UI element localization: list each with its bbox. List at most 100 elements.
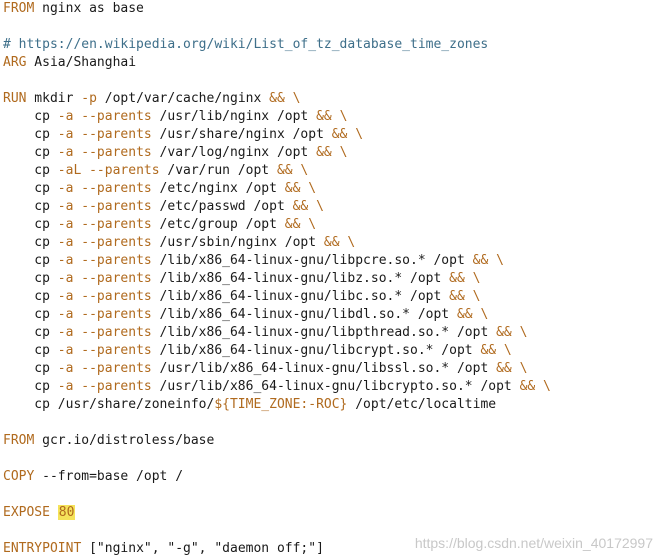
flag: -a --parents xyxy=(57,181,152,196)
line-continuation: \ xyxy=(308,199,324,214)
code-text: cp xyxy=(3,271,58,286)
code-line: cp -a --parents /usr/share/nginx /opt &&… xyxy=(3,126,551,144)
flag: -a --parents xyxy=(57,235,152,250)
operator: && xyxy=(496,361,512,376)
blank-line xyxy=(3,450,551,468)
flag: -a --parents xyxy=(57,109,152,124)
code-line: cp -a --parents /lib/x86_64-linux-gnu/li… xyxy=(3,270,551,288)
code-line: # https://en.wikipedia.org/wiki/List_of_… xyxy=(3,36,551,54)
line-continuation: \ xyxy=(535,379,551,394)
code-text: /lib/x86_64-linux-gnu/libpthread.so.* /o… xyxy=(151,325,497,340)
code-text: cp xyxy=(3,253,58,268)
code-text: /usr/lib/nginx /opt xyxy=(151,109,317,124)
operator: && xyxy=(519,379,536,394)
code-line: cp -a --parents /lib/x86_64-linux-gnu/li… xyxy=(3,306,551,324)
operator: && xyxy=(449,271,465,286)
line-continuation: \ xyxy=(339,235,356,250)
line-continuation: \ xyxy=(464,271,481,286)
keyword: RUN xyxy=(3,91,27,106)
code-text: /usr/sbin/nginx /opt xyxy=(151,235,324,250)
code-line: cp -a --parents /etc/group /opt && \ xyxy=(3,216,551,234)
code-text: /lib/x86_64-linux-gnu/libz.so.* /opt xyxy=(151,271,450,286)
flag: -a --parents xyxy=(57,127,152,142)
code-text: /opt/var/cache/nginx xyxy=(96,91,270,106)
line-continuation: \ xyxy=(300,181,317,196)
line-continuation: \ xyxy=(331,109,348,124)
keyword: FROM xyxy=(3,433,35,448)
code-text: /lib/x86_64-linux-gnu/libcrypt.so.* /opt xyxy=(151,343,481,358)
dockerfile-code: FROM nginx as base # https://en.wikipedi… xyxy=(3,0,551,558)
code-line: EXPOSE 80 xyxy=(3,504,551,522)
code-line: cp -a --parents /lib/x86_64-linux-gnu/li… xyxy=(3,252,551,270)
flag: -a --parents xyxy=(57,343,152,358)
code-line: cp -a --parents /usr/lib/nginx /opt && \ xyxy=(3,108,551,126)
code-line: cp -a --parents /lib/x86_64-linux-gnu/li… xyxy=(3,324,551,342)
code-text: cp xyxy=(3,217,58,232)
code-text: cp xyxy=(3,361,58,376)
blank-line xyxy=(3,18,551,36)
code-line: cp -a --parents /usr/lib/x86_64-linux-gn… xyxy=(3,360,551,378)
code-text: /lib/x86_64-linux-gnu/libdl.so.* /opt xyxy=(151,307,457,322)
code-text: cp xyxy=(3,109,58,124)
line-continuation: \ xyxy=(331,145,348,160)
line-continuation: \ xyxy=(496,343,512,358)
operator: && xyxy=(331,127,348,142)
code-text: Asia/Shanghai xyxy=(26,55,137,70)
operator: && xyxy=(323,235,340,250)
flag: -a --parents xyxy=(57,307,152,322)
code-text: /lib/x86_64-linux-gnu/libc.so.* /opt xyxy=(151,289,450,304)
operator: && xyxy=(496,325,512,340)
flag: -a --parents xyxy=(57,253,152,268)
code-text: cp xyxy=(3,307,58,322)
cp-lines: cp -a --parents /usr/lib/nginx /opt && \… xyxy=(3,108,551,396)
line-continuation: \ xyxy=(284,91,301,106)
code-line: cp -a --parents /var/log/nginx /opt && \ xyxy=(3,144,551,162)
code-text: /opt/etc/localtime xyxy=(347,397,497,412)
flag: -a --parents xyxy=(57,199,152,214)
operator: && xyxy=(316,109,332,124)
code-line: cp -a --parents /etc/passwd /opt && \ xyxy=(3,198,551,216)
code-line: cp -a --parents /usr/sbin/nginx /opt && … xyxy=(3,234,551,252)
code-text: cp xyxy=(3,181,58,196)
operator: && xyxy=(284,217,301,232)
code-text: /usr/share/nginx /opt xyxy=(151,127,332,142)
blank-line xyxy=(3,72,551,90)
operator: && xyxy=(276,163,293,178)
flag: -a --parents xyxy=(57,325,152,340)
flag: -a --parents xyxy=(57,379,152,394)
keyword: FROM xyxy=(3,1,35,16)
flag: -a --parents xyxy=(57,145,152,160)
flag: -p xyxy=(81,91,97,106)
line-continuation: \ xyxy=(472,307,489,322)
code-text: cp /usr/share/zoneinfo/ xyxy=(3,397,215,412)
code-text: /etc/nginx /opt xyxy=(151,181,285,196)
code-text: nginx as base xyxy=(34,1,144,16)
blank-line xyxy=(3,414,551,432)
blank-line xyxy=(3,486,551,504)
code-text: /usr/lib/x86_64-linux-gnu/libcrypto.so.*… xyxy=(151,379,520,394)
code-line: FROM nginx as base xyxy=(3,0,551,18)
code-line: cp /usr/share/zoneinfo/${TIME_ZONE:-ROC}… xyxy=(3,396,551,414)
code-text: cp xyxy=(3,379,58,394)
flag: -a --parents xyxy=(57,361,152,376)
operator: && xyxy=(269,91,285,106)
operator: && xyxy=(480,343,497,358)
line-continuation: \ xyxy=(300,217,317,232)
operator: && xyxy=(456,307,473,322)
line-continuation: \ xyxy=(347,127,364,142)
code-text: cp xyxy=(3,127,58,142)
line-continuation: \ xyxy=(488,253,504,268)
code-text: mkdir xyxy=(26,91,82,106)
code-text: /lib/x86_64-linux-gnu/libpcre.so.* /opt xyxy=(151,253,473,268)
flag: -a --parents xyxy=(57,217,152,232)
code-line: cp -aL --parents /var/run /opt && \ xyxy=(3,162,551,180)
port-number: 80 xyxy=(57,505,76,520)
line-continuation: \ xyxy=(511,325,528,340)
code-text: ["nginx", "-g", "daemon off;"] xyxy=(81,541,324,556)
keyword: ENTRYPOINT xyxy=(3,541,82,556)
operator: && xyxy=(292,199,309,214)
keyword: EXPOSE xyxy=(3,505,50,520)
flag: -aL --parents xyxy=(57,163,160,178)
code-text: gcr.io/distroless/base xyxy=(34,433,215,448)
comment: # https://en.wikipedia.org/wiki/List_of_… xyxy=(3,37,489,52)
